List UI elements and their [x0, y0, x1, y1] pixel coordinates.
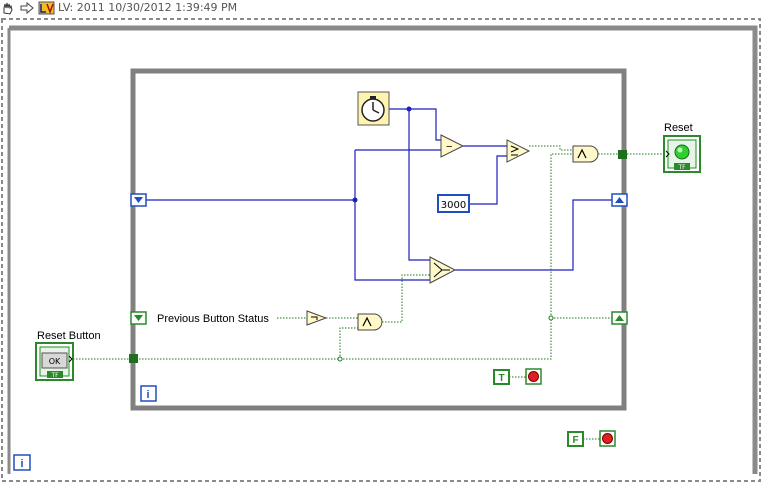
reset-button-value: OK [49, 357, 61, 366]
inner-stop-terminal[interactable] [525, 368, 542, 385]
toolbar: LV: 2011 10/30/2012 1:39:49 PM [0, 0, 763, 16]
timeout-constant[interactable]: 3000 [437, 194, 470, 213]
true-constant[interactable]: T [493, 369, 510, 385]
and-icon [577, 148, 587, 159]
wire-clock-to-select [408, 109, 430, 261]
wire-compare-to-and [529, 145, 572, 151]
outer-loop-dashed-border [1, 18, 761, 482]
wire-clock-dot [406, 106, 412, 112]
boolean-wires [73, 145, 664, 440]
and-node-left[interactable] [357, 313, 383, 331]
minus-icon: − [446, 141, 452, 153]
reset-indicator-type: TF [677, 164, 686, 171]
output-tunnel[interactable] [618, 150, 627, 159]
inner-iteration-label: i [146, 389, 149, 401]
true-constant-value: T [498, 373, 504, 384]
outer-while-loop[interactable]: i [1, 18, 761, 482]
greater-or-equal-node[interactable] [506, 139, 531, 163]
wire-const-to-compare [469, 155, 507, 205]
outer-loop-frame [9, 25, 758, 474]
hand-icon[interactable] [3, 2, 13, 15]
reset-indicator-terminal[interactable]: TF [663, 135, 701, 173]
chevron-up-icon [615, 197, 624, 203]
and-icon [362, 316, 372, 327]
subtract-node[interactable]: − [440, 134, 465, 158]
reset-button-type: TF [50, 372, 59, 379]
led-icon [674, 144, 690, 160]
shift-register-left-numeric[interactable] [130, 193, 147, 207]
arrow-right-icon[interactable] [20, 1, 34, 15]
chevron-down-icon [134, 315, 143, 321]
select-node[interactable] [429, 256, 457, 284]
inner-while-loop[interactable]: i [130, 68, 627, 411]
wire-button-to-and [339, 327, 358, 359]
tick-count-node[interactable] [357, 91, 390, 126]
wire-to-and-right [550, 153, 572, 318]
select-icon [433, 262, 450, 278]
outer-iteration-terminal[interactable]: i [13, 454, 31, 471]
toolbar-icons [3, 1, 55, 15]
input-arrow-icon [665, 150, 670, 158]
shift-register-left-boolean[interactable] [130, 311, 147, 325]
inner-iteration-terminal[interactable]: i [140, 385, 157, 402]
numeric-wires [146, 108, 612, 281]
labview-icon[interactable] [38, 1, 55, 15]
wire-select-to-shift-right [455, 199, 612, 271]
false-constant[interactable]: F [567, 431, 584, 447]
output-arrow-icon [68, 355, 73, 363]
stop-icon [602, 433, 613, 444]
chevron-down-icon [134, 197, 143, 203]
not-node[interactable] [306, 310, 328, 326]
not-icon [311, 316, 318, 320]
shift-register-label: Previous Button Status [157, 313, 269, 325]
shift-register-right-boolean[interactable] [611, 311, 628, 325]
wire-button-main [139, 318, 552, 360]
reset-button-label: Reset Button [37, 330, 101, 342]
stop-icon [528, 371, 539, 382]
wire-clock-to-subtract-a [389, 108, 441, 141]
input-tunnel[interactable] [129, 354, 138, 363]
outer-iteration-label: i [20, 458, 23, 470]
wire-junction-vertical [354, 150, 430, 281]
outer-stop-terminal[interactable] [599, 430, 616, 447]
chevron-up-icon [615, 315, 624, 321]
and-node-right[interactable] [572, 145, 599, 163]
false-constant-value: F [572, 435, 578, 446]
reset-indicator-label: Reset [664, 122, 693, 134]
shift-register-right-numeric[interactable] [611, 193, 628, 207]
timeout-value: 3000 [441, 200, 466, 211]
greater-equal-icon [510, 145, 520, 156]
bool-junction-dot-right [548, 315, 554, 321]
toolbar-title: LV: 2011 10/30/2012 1:39:49 PM [58, 1, 238, 14]
reset-button-terminal[interactable]: OK TF [35, 342, 74, 381]
ok-button-icon [41, 352, 68, 369]
bool-junction-dot [337, 356, 343, 362]
wire-and-to-select [382, 274, 432, 323]
wire-junction-dot [352, 197, 358, 203]
inner-loop-frame [130, 68, 627, 411]
